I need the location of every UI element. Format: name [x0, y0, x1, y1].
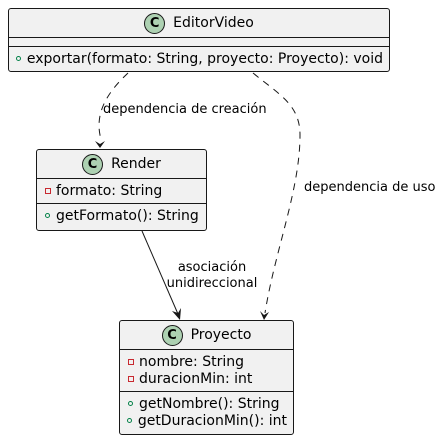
public-icon	[43, 213, 52, 218]
public-icon	[126, 418, 134, 423]
class-proyecto-attributes: nombre: String duracionMin: int	[120, 349, 293, 391]
private-icon	[126, 375, 135, 382]
class-editorvideo[interactable]: C EditorVideo exportar(formato: String, …	[8, 8, 390, 72]
creation-dependency-edge	[98, 72, 129, 141]
public-icon	[15, 56, 23, 61]
method-text: exportar(formato: String, proyecto: Proy…	[26, 50, 383, 67]
class-render-header: C Render	[37, 150, 206, 178]
class-proyecto-header: C Proyecto	[120, 321, 293, 349]
association-label: asociación unidireccional	[165, 260, 259, 292]
association-label-line1: asociación	[177, 260, 247, 275]
class-render-name: Render	[111, 156, 161, 172]
attribute-row: formato: String	[43, 182, 200, 199]
method-row: getFormato(): String	[43, 207, 200, 224]
class-icon: C	[144, 12, 166, 34]
method-row: exportar(formato: String, proyecto: Proy…	[15, 50, 383, 67]
class-proyecto-name: Proyecto	[190, 327, 252, 343]
attribute-text: duracionMin: int	[139, 370, 253, 387]
method-row: getNombre(): String	[126, 395, 287, 412]
creation-dependency-arrowhead	[95, 141, 105, 148]
class-render-methods: getFormato(): String	[37, 203, 206, 228]
class-render-attributes: formato: String	[37, 178, 206, 203]
method-row: getDuracionMin(): int	[126, 412, 287, 429]
association-edge	[141, 230, 179, 315]
class-render[interactable]: C Render formato: String getFormato(): S…	[36, 149, 207, 231]
attribute-text: formato: String	[56, 182, 163, 199]
class-icon: C	[82, 153, 104, 175]
usage-dependency-arrowhead	[260, 311, 269, 320]
public-icon	[126, 401, 135, 406]
class-proyecto[interactable]: C Proyecto nombre: String duracionMin: i…	[119, 320, 294, 435]
class-editorvideo-methods: exportar(formato: String, proyecto: Proy…	[9, 46, 389, 71]
private-icon	[126, 358, 135, 365]
usage-dependency-label: dependencia de uso	[304, 180, 436, 195]
usage-dependency-edge	[252, 72, 301, 314]
association-arrowhead	[172, 308, 181, 320]
method-text: getDuracionMin(): int	[137, 412, 287, 429]
attribute-text: nombre: String	[139, 353, 244, 370]
class-icon: C	[161, 324, 183, 346]
class-editorvideo-attributes	[9, 37, 389, 46]
method-text: getFormato(): String	[56, 207, 199, 224]
class-proyecto-methods: getNombre(): String getDuracionMin(): in…	[120, 391, 293, 433]
attribute-row: duracionMin: int	[126, 370, 287, 387]
class-editorvideo-name: EditorVideo	[173, 15, 254, 31]
class-editorvideo-header: C EditorVideo	[9, 9, 389, 37]
method-text: getNombre(): String	[139, 395, 280, 412]
attribute-row: nombre: String	[126, 353, 287, 370]
private-icon	[43, 187, 52, 194]
association-label-line2: unidireccional	[166, 276, 258, 291]
creation-dependency-label: dependencia de creación	[103, 102, 267, 117]
